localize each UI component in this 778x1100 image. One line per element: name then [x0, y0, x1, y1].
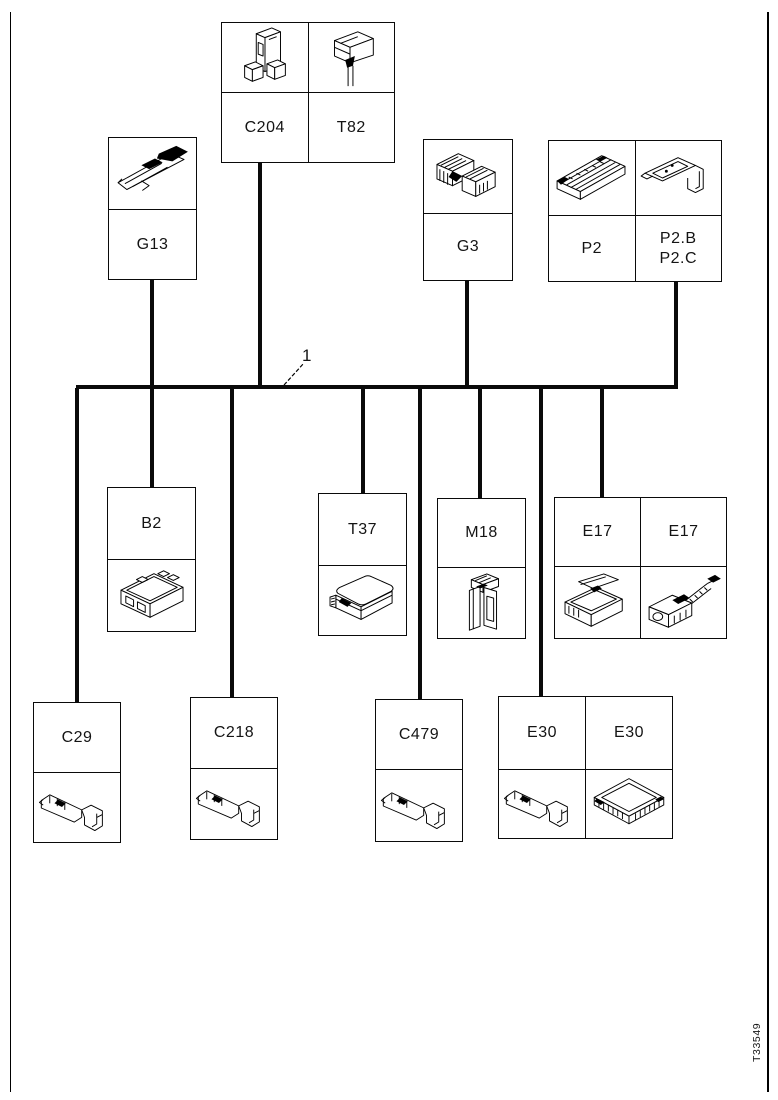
c204-image	[222, 23, 308, 93]
wire-c204	[258, 162, 262, 386]
c218-box: C218	[190, 697, 278, 840]
c479-box: C479	[375, 699, 463, 842]
t82-image	[308, 23, 394, 93]
tall-connector-icon	[224, 26, 306, 90]
vertical-pump-icon	[441, 571, 523, 635]
wire-c479	[418, 388, 422, 700]
p2c-label-line: P2.C	[659, 249, 698, 267]
c29-label: C29	[34, 703, 120, 773]
cable-connector-icon	[643, 571, 725, 635]
g3-box: G3	[423, 139, 513, 281]
m18-label: M18	[438, 499, 525, 568]
t37-box: T37	[318, 493, 407, 636]
c29-image	[34, 773, 120, 842]
e30-label-right: E30	[586, 697, 672, 770]
wire-e17	[600, 388, 604, 498]
flat-ecu-icon	[589, 773, 669, 835]
e17-label-left: E17	[555, 498, 640, 567]
c29-box: C29	[33, 702, 121, 843]
e17-image-right	[641, 567, 726, 638]
mounting-bracket-icon	[637, 146, 719, 210]
terminal-pin-icon	[194, 773, 274, 835]
wired-connector-icon	[310, 26, 392, 90]
doc-number-vertical: T33549	[751, 1022, 763, 1062]
e17-image-left	[555, 567, 640, 638]
b2-box: B2	[107, 487, 196, 632]
terminal-pin-icon	[37, 777, 117, 839]
wire-t37	[361, 388, 365, 494]
e30-image-right	[586, 770, 672, 838]
p2bc-image	[635, 141, 721, 216]
p2b-label-line: P2.B	[659, 229, 697, 247]
wire-c218	[230, 388, 234, 698]
g3-label: G3	[456, 238, 480, 255]
c479-label: C479	[376, 700, 462, 770]
m18-image	[438, 568, 525, 638]
c204-t82-box: C204 T82	[221, 22, 395, 163]
b2-label: B2	[108, 488, 195, 560]
e17-label-right: E17	[641, 498, 726, 567]
wire-p2	[674, 281, 678, 386]
wire-b2	[150, 388, 154, 488]
t37-label: T37	[319, 494, 406, 566]
angled-sensor-icon	[112, 142, 194, 206]
p2bc-label: P2.B P2.C	[636, 216, 722, 281]
lidded-box-icon	[557, 571, 639, 635]
e30-image-left	[499, 770, 585, 838]
page-border-right	[767, 12, 769, 1092]
wire-e30	[539, 388, 543, 697]
c479-image	[376, 770, 462, 841]
wire-g3	[465, 280, 469, 386]
wire-c29	[75, 388, 79, 703]
m18-box: M18	[437, 498, 526, 639]
g3-image	[424, 140, 512, 214]
b2-image	[108, 560, 195, 631]
terminal-pin-icon	[502, 773, 582, 835]
page-border-left	[10, 12, 11, 1092]
t37-image	[319, 566, 406, 635]
g13-box: G13	[108, 137, 197, 280]
pin-block-icon	[551, 146, 633, 210]
g13-label: G13	[136, 235, 169, 253]
harness-callout-label: 1	[302, 346, 312, 365]
rounded-box-icon	[322, 569, 404, 633]
p2-label: P2	[581, 239, 603, 257]
e30-box: E30 E30	[498, 696, 673, 839]
c204-label: C204	[244, 118, 285, 136]
e17-box: E17 E17	[554, 497, 727, 639]
e30-label-left: E30	[499, 697, 585, 770]
wire-g13	[150, 279, 154, 386]
c218-image	[191, 769, 277, 839]
callout-leader-line	[283, 362, 305, 386]
dual-connector-icon	[427, 145, 509, 209]
terminal-pin-icon	[379, 775, 459, 837]
wire-m18	[478, 388, 482, 499]
module-box-icon	[111, 564, 193, 628]
p2-box: P2 P2.B P2.C	[548, 140, 722, 282]
g13-image	[109, 138, 196, 210]
p2-image	[549, 141, 635, 216]
t82-label: T82	[336, 118, 366, 136]
harness-main-line	[76, 385, 678, 389]
c218-label: C218	[191, 698, 277, 769]
